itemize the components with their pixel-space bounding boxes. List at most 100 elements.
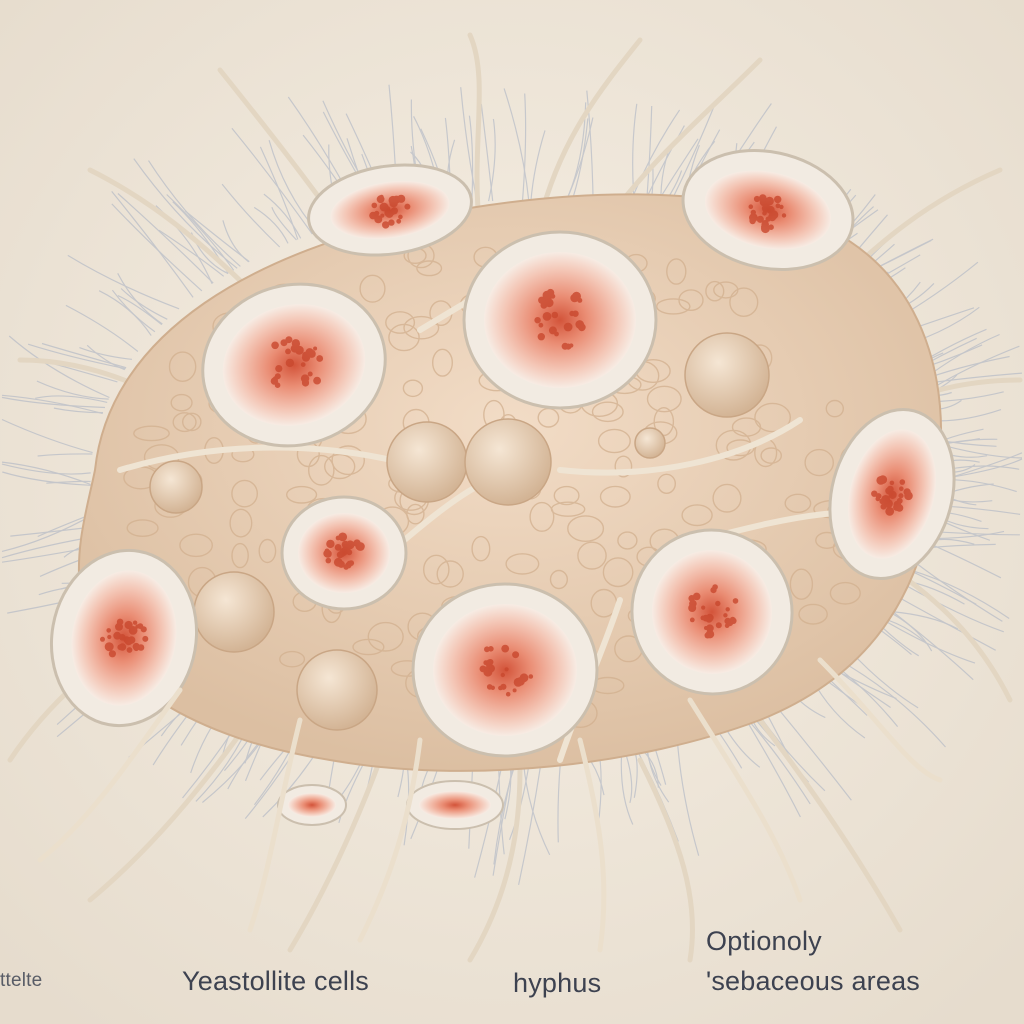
- yeast-cell: [296, 649, 378, 731]
- hyphae-front: [37, 657, 943, 953]
- crater-granule: [404, 203, 411, 210]
- crater-granule: [486, 659, 493, 666]
- body-cell: [172, 412, 197, 433]
- body-cell: [760, 447, 783, 464]
- body-cell: [602, 557, 634, 588]
- crater-granule: [534, 317, 541, 324]
- body-cell: [126, 519, 159, 537]
- body-cell: [597, 428, 631, 454]
- fine-hair: [518, 758, 543, 886]
- crater-granule: [307, 349, 316, 358]
- crater-granule: [550, 293, 556, 299]
- label-yeast-cells: Yeastollite cells: [182, 966, 370, 996]
- crater-granule: [326, 539, 335, 549]
- crater-granule: [895, 504, 904, 512]
- crater-granule: [300, 362, 306, 367]
- body-cell: [324, 453, 356, 480]
- crater-granule: [732, 598, 739, 604]
- body-cell: [170, 393, 193, 412]
- crater-granule: [397, 194, 406, 203]
- fine-hair: [36, 380, 109, 400]
- crater-granule: [274, 382, 281, 389]
- fine-hair: [521, 93, 527, 201]
- crater-granule: [544, 298, 554, 308]
- fine-hair: [111, 191, 194, 298]
- crater-granule: [701, 605, 706, 610]
- fine-hair: [530, 130, 546, 202]
- body-cell: [729, 287, 759, 318]
- crater-granule: [542, 312, 552, 321]
- crater-granule: [878, 475, 888, 484]
- crater-granule: [750, 209, 756, 216]
- fine-hair: [27, 343, 126, 370]
- body-cell: [726, 439, 755, 457]
- body-cell: [231, 542, 249, 569]
- crater-granule: [689, 617, 695, 623]
- fine-hair: [902, 583, 1004, 633]
- crater-granule: [768, 224, 774, 230]
- crater-granule: [885, 507, 895, 516]
- fine-hair: [263, 193, 302, 239]
- crater-granule: [285, 348, 291, 355]
- crater-granule: [106, 628, 111, 633]
- body-cell: [385, 311, 416, 334]
- crater-granule: [774, 195, 782, 204]
- body-cell: [549, 569, 568, 590]
- crater-granule: [715, 600, 721, 607]
- body-cell: [798, 603, 828, 625]
- crater-granule: [119, 634, 126, 641]
- crater-granule: [117, 644, 124, 651]
- fine-hair: [231, 127, 313, 235]
- crater-granule: [528, 674, 534, 679]
- fine-hair: [37, 453, 93, 457]
- body-cell: [567, 515, 605, 542]
- body-cell: [678, 289, 704, 311]
- fine-hair: [158, 229, 225, 277]
- crater-granule: [323, 549, 332, 558]
- crater-granule: [765, 196, 774, 206]
- fine-hair: [117, 193, 214, 284]
- fine-hair: [1, 396, 106, 409]
- crater-granule: [285, 358, 295, 368]
- fine-hair: [503, 88, 530, 201]
- crater-granule: [779, 204, 784, 210]
- crater-granule: [380, 213, 385, 218]
- crater-granule: [107, 634, 112, 640]
- crater-granule: [875, 496, 881, 502]
- crater-granule: [548, 326, 557, 335]
- crater-granule: [775, 203, 781, 209]
- crater: [277, 784, 347, 826]
- crater-granule: [486, 684, 493, 690]
- crater-granule: [761, 204, 771, 213]
- crater-granule: [710, 587, 717, 594]
- crater-granule: [142, 635, 149, 642]
- body-cell: [471, 535, 491, 562]
- body-cell: [279, 650, 306, 668]
- crater-granule: [133, 645, 140, 652]
- crater-granule: [688, 604, 697, 612]
- crater-granule: [572, 310, 579, 317]
- crater-granule: [356, 542, 365, 551]
- fine-hair: [564, 117, 594, 204]
- crater-granule: [379, 194, 384, 199]
- crater-granule: [761, 223, 767, 230]
- body-cell: [422, 554, 450, 585]
- crater-granule: [389, 199, 398, 208]
- body-cell: [436, 560, 464, 588]
- crater-granule: [137, 623, 144, 629]
- crater-granule: [300, 374, 310, 383]
- label-sebaceous-areas: 'sebaceous areas: [706, 966, 920, 996]
- fine-hair: [35, 395, 108, 403]
- body-cell: [666, 258, 687, 285]
- crater-granule: [903, 488, 911, 496]
- crater-granule: [137, 644, 145, 651]
- crater-granule: [537, 333, 545, 341]
- crater-granule: [337, 560, 345, 568]
- crater-granules: [100, 194, 913, 697]
- crater-granule: [275, 365, 283, 373]
- crater-granule: [570, 293, 579, 303]
- fine-hair: [147, 160, 241, 267]
- body-cell: [181, 412, 202, 432]
- crater-granule: [342, 544, 351, 553]
- body-cell: [231, 479, 259, 508]
